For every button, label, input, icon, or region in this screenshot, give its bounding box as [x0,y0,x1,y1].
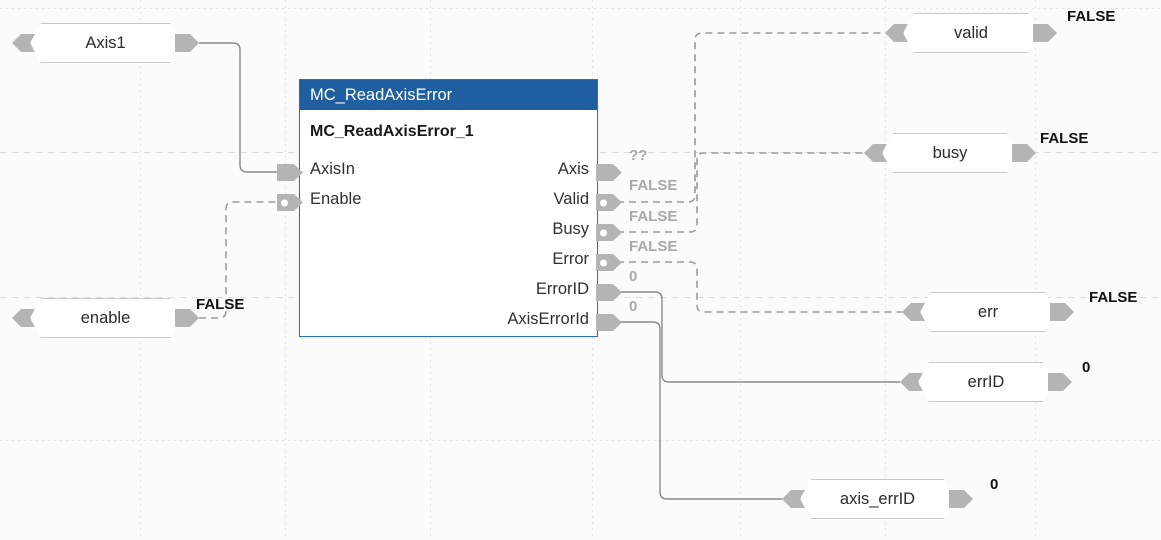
value-label-valid: FALSE [1067,8,1116,25]
connector-stub-right [1012,144,1036,162]
value-label-err: FALSE [1089,289,1138,306]
pin-row-enable-valid: Enable Valid [300,184,597,214]
connector-stub-left [900,373,924,391]
grid-line-vertical [285,0,286,540]
variable-label: axis_errID [800,479,955,519]
bool-marker-icon [600,199,607,206]
connector-stub-left [902,303,926,321]
variable-box-enable[interactable]: enable [12,298,199,338]
variable-label: valid [903,13,1039,53]
pin-rows: AxisIn Axis Enable Valid Busy Error Erro… [300,154,597,334]
bool-marker-icon [600,259,607,266]
pin-row-busy: Busy [300,214,597,244]
connector-stub-right [949,490,973,508]
output-pin-label-axiserrorid: AxisErrorId [507,310,589,328]
variable-label: enable [30,298,181,338]
input-pin-label-enable: Enable [310,190,362,208]
output-pin-label-axis: Axis [557,160,589,178]
inline-value-axiserrorid: 0 [629,298,638,315]
wire-axiserrorid-to-axiserrid [617,321,782,500]
inline-value-valid: FALSE [629,177,678,194]
output-pin-label-valid: Valid [553,190,589,208]
connector-stub-right [175,34,199,52]
variable-label: Axis1 [30,23,181,63]
connector-stub-right [175,309,199,327]
value-label-axis-errid: 0 [990,476,999,493]
output-pin-label-error: Error [552,250,589,268]
variable-box-errid[interactable]: errID [900,362,1072,402]
pin-row-axiserrorid: AxisErrorId [300,304,597,334]
pin-row-error: Error [300,244,597,274]
input-pin-label-axisin: AxisIn [310,160,355,178]
wire-axis1-to-axisin [199,42,277,173]
variable-box-axis1[interactable]: Axis1 [12,23,199,63]
output-port-busy[interactable] [596,224,622,241]
value-label-errid: 0 [1082,359,1091,376]
variable-box-axis-errid[interactable]: axis_errID [782,479,973,519]
output-port-errorid[interactable] [596,284,622,301]
variable-box-busy[interactable]: busy [864,133,1036,173]
output-port-axis[interactable] [596,164,622,181]
function-block-type-name: MC_ReadAxisError [300,80,597,110]
grid-line-vertical [1035,0,1036,540]
function-block-mc-readaxiserror[interactable]: MC_ReadAxisError MC_ReadAxisError_1 Axis… [299,79,598,337]
pin-row-axisin-axis: AxisIn Axis [300,154,597,184]
grid-line-vertical [740,0,741,540]
bool-marker-icon [600,229,607,236]
pin-row-errorid: ErrorID [300,274,597,304]
variable-label: busy [882,133,1018,173]
input-port-axisin[interactable] [277,164,303,181]
grid-line-horizontal [0,440,1161,441]
inline-value-axis: ?? [629,147,648,164]
variable-label: errID [918,362,1054,402]
inline-value-error: FALSE [629,238,678,255]
grid-line-horizontal [0,8,1161,9]
wire-errorid-to-errid [617,291,900,383]
connector-stub-left [885,24,909,42]
output-port-error[interactable] [596,254,622,271]
inline-value-errorid: 0 [629,268,638,285]
function-block-instance-name: MC_ReadAxisError_1 [310,123,474,140]
connector-stub-right [1033,24,1057,42]
connector-stub-left [864,144,888,162]
output-pin-label-errorid: ErrorID [535,280,589,298]
connector-stub-left [12,34,36,52]
grid-line-vertical [885,0,886,540]
variable-label: err [920,292,1056,332]
wire-error-to-err [617,261,902,313]
variable-box-valid[interactable]: valid [885,13,1057,53]
connector-stub-right [1050,303,1074,321]
value-label-enable: FALSE [196,296,245,313]
connector-stub-right [1048,373,1072,391]
grid-line-vertical [140,0,141,540]
bool-marker-icon [281,199,288,206]
input-port-enable[interactable] [277,194,303,211]
output-port-valid[interactable] [596,194,622,211]
inline-value-busy: FALSE [629,208,678,225]
variable-box-err[interactable]: err [902,292,1074,332]
connector-stub-left [782,490,806,508]
value-label-busy: FALSE [1040,130,1089,147]
output-port-axiserrorid[interactable] [596,314,622,331]
output-pin-label-busy: Busy [552,220,589,238]
connector-stub-left [12,309,36,327]
